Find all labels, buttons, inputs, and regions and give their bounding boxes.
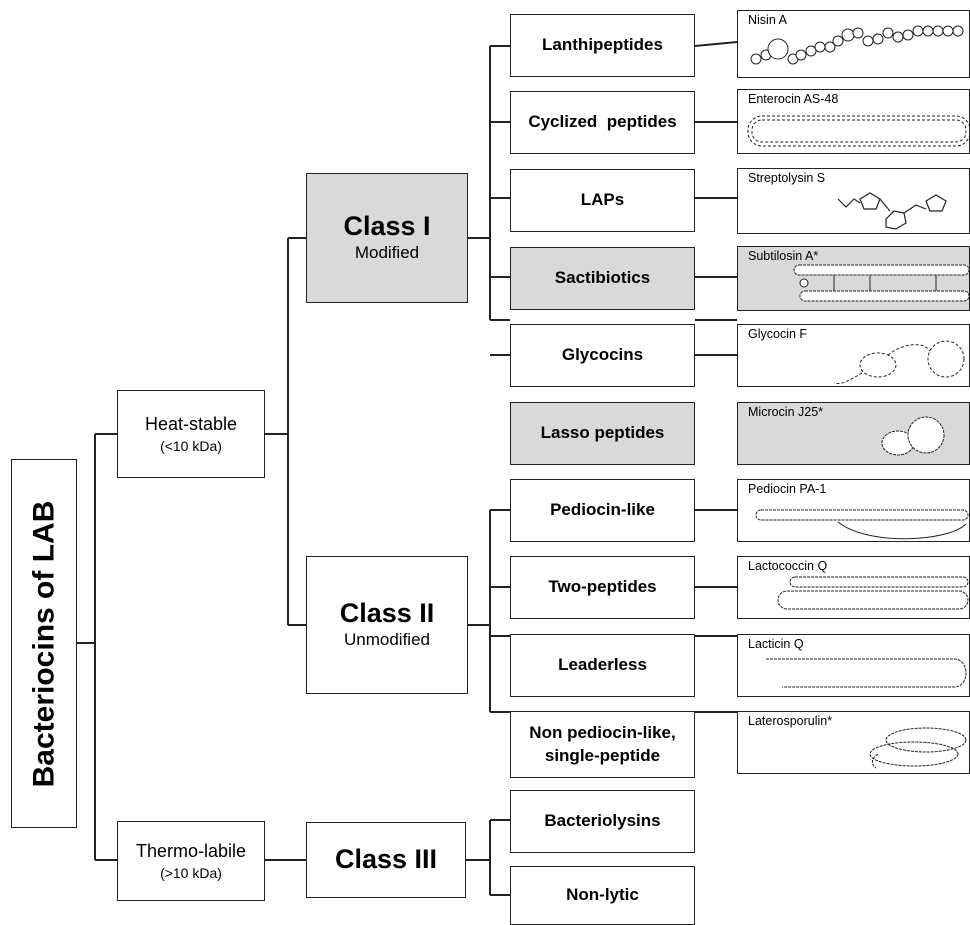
- example-name: Lacticin Q: [748, 637, 804, 651]
- peptide-structure-icon: [766, 658, 967, 688]
- subclass-label-line1: Non pediocin-like,: [529, 723, 676, 743]
- root-box: Bacteriocins of LAB: [11, 459, 77, 828]
- example-name: Laterosporulin*: [748, 714, 833, 728]
- example-streptolysin-s: Streptolysin S: [737, 168, 970, 234]
- subclass-laps: LAPs: [510, 169, 695, 232]
- example-name: Streptolysin S: [748, 171, 826, 185]
- class3-box: Class III: [306, 822, 466, 898]
- example-name: Enterocin AS-48: [748, 92, 839, 106]
- peptide-structure-icon: [793, 264, 970, 302]
- example-name: Subtilosin A*: [748, 249, 819, 263]
- example-name: Glycocin F: [748, 327, 808, 341]
- subclass-label: Lanthipeptides: [542, 35, 663, 55]
- heat-stable-label: Heat-stable: [144, 414, 238, 435]
- heat-stable-size: (<10 kDa): [160, 437, 222, 454]
- subclass-label: Non-lytic: [566, 885, 639, 905]
- subclass-label: Lasso peptides: [540, 423, 665, 443]
- class2-box: Class II Unmodified: [306, 556, 468, 694]
- peptide-structure-icon: [833, 340, 965, 384]
- subclass-lasso-peptides: Lasso peptides: [510, 402, 695, 465]
- example-enterocin-as48: Enterocin AS-48: [737, 89, 970, 154]
- subclass-sactibiotics: Sactibiotics: [510, 247, 695, 310]
- subclass-non-pediocin-like: Non pediocin-like, single-peptide: [510, 711, 695, 778]
- example-lactococcin-q: Lactococcin Q: [737, 556, 970, 619]
- thermo-labile-box: Thermo-labile (>10 kDa): [117, 821, 265, 901]
- root-title: Bacteriocins of LAB: [27, 500, 60, 787]
- example-lacticin-q: Lacticin Q: [737, 634, 970, 697]
- subclass-pediocin-like: Pediocin-like: [510, 479, 695, 542]
- subclass-glycocins: Glycocins: [510, 324, 695, 387]
- peptide-structure-icon: [881, 416, 945, 456]
- subclass-leaderless: Leaderless: [510, 634, 695, 697]
- peptide-structure-icon: [750, 25, 964, 65]
- peptide-structure-icon: [755, 509, 969, 540]
- subclass-bacteriolysins: Bacteriolysins: [510, 790, 695, 853]
- example-name: Microcin J25*: [748, 405, 824, 419]
- subclass-label: LAPs: [580, 190, 625, 210]
- peptide-structure-icon: [869, 727, 967, 769]
- subclass-cyclized-peptides: Cyclized peptides: [510, 91, 695, 154]
- class2-name: Class II: [339, 598, 435, 628]
- thermo-labile-size: (>10 kDa): [160, 864, 222, 881]
- subclass-label: Leaderless: [558, 655, 647, 675]
- thermo-labile-label: Thermo-labile: [135, 841, 247, 862]
- example-name: Nisin A: [748, 13, 787, 27]
- example-glycocin-f: Glycocin F: [737, 324, 970, 387]
- subclass-non-lytic: Non-lytic: [510, 866, 695, 925]
- class1-box: Class I Modified: [306, 173, 468, 303]
- subclass-label: Pediocin-like: [550, 500, 655, 520]
- subclass-label: Two-peptides: [548, 577, 657, 597]
- subclass-lanthipeptides: Lanthipeptides: [510, 14, 695, 77]
- class2-desc: Unmodified: [344, 630, 430, 650]
- peptide-structure-icon: [777, 576, 969, 610]
- molecule-structure-icon: [837, 192, 947, 230]
- subclass-label: Bacteriolysins: [544, 811, 661, 831]
- example-name: Lactococcin Q: [748, 559, 828, 573]
- subclass-label: Cyclized peptides: [528, 112, 677, 132]
- subclass-label: Glycocins: [561, 345, 644, 365]
- example-microcin-j25: Microcin J25*: [737, 402, 970, 465]
- example-laterosporulin: Laterosporulin*: [737, 711, 970, 774]
- example-nisin-a: Nisin A: [737, 10, 970, 78]
- peptide-structure-icon: [747, 115, 970, 147]
- example-subtilosin-a: Subtilosin A*: [737, 246, 970, 311]
- subclass-label-line2: single-peptide: [544, 745, 661, 765]
- example-name: Pediocin PA-1: [748, 482, 827, 496]
- class1-desc: Modified: [354, 243, 420, 263]
- class3-name: Class III: [334, 844, 438, 875]
- heat-stable-box: Heat-stable (<10 kDa): [117, 390, 265, 478]
- example-pediocin-pa1: Pediocin PA-1: [737, 479, 970, 542]
- class1-name: Class I: [343, 211, 431, 241]
- subclass-label: Sactibiotics: [554, 268, 651, 288]
- subclass-two-peptides: Two-peptides: [510, 556, 695, 619]
